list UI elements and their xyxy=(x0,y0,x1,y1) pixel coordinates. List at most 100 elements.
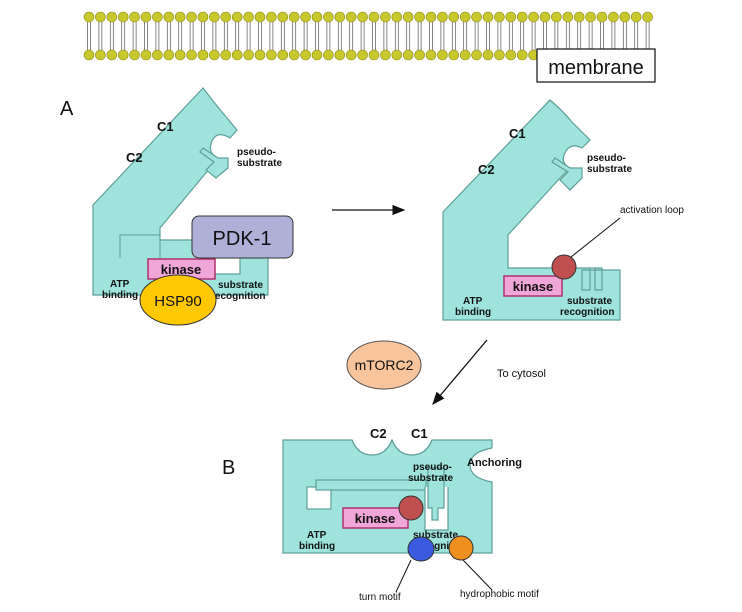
lipid-head xyxy=(573,11,585,23)
lipid-head xyxy=(551,11,562,23)
lipid-tail xyxy=(543,22,547,50)
lipid-head xyxy=(357,11,368,23)
lipid-tail xyxy=(520,22,525,50)
panel-label-a: A xyxy=(60,98,74,120)
membrane-label: membrane xyxy=(548,57,644,79)
lipid-head xyxy=(642,11,653,23)
substrate-label-2: recognition xyxy=(211,291,265,302)
lipid-head xyxy=(334,49,346,61)
lipid-tail xyxy=(463,22,468,50)
activation-loop-label: activation loop xyxy=(620,205,684,216)
lipid-tail xyxy=(269,22,274,50)
lipid-tail xyxy=(417,22,422,50)
lipid-head xyxy=(243,11,254,23)
lipid-head xyxy=(277,11,289,23)
lipid-tail xyxy=(280,22,285,50)
mtorc2-label: mTORC2 xyxy=(355,357,414,373)
pkc-enzyme-mature: C2 C1 pseudo- substrate ATP binding subs… xyxy=(282,426,522,554)
lipid-head xyxy=(391,49,403,61)
lipid-head xyxy=(300,49,311,61)
lipid-head xyxy=(152,11,163,23)
lipid-head xyxy=(140,49,152,61)
lipid-head xyxy=(391,11,403,23)
lipid-head xyxy=(83,49,95,61)
activation-loop-pointer xyxy=(570,217,621,258)
lipid-head xyxy=(414,49,425,61)
lipid-tail xyxy=(554,22,559,50)
lipid-tail xyxy=(611,22,616,50)
lipid-head xyxy=(357,49,368,61)
kinase-label: kinase xyxy=(355,511,395,526)
lipid-head xyxy=(129,49,140,61)
lipid-head xyxy=(437,11,448,23)
atp-label-1: ATP xyxy=(307,530,327,541)
lipid-head xyxy=(448,11,460,23)
lipid-head xyxy=(163,11,175,23)
lipid-head xyxy=(345,11,357,23)
c1-label: C1 xyxy=(411,426,428,441)
atp-label-2: binding xyxy=(102,290,138,301)
lipid-head xyxy=(323,11,334,23)
lipid-head xyxy=(368,49,380,61)
lipid-head xyxy=(95,11,106,23)
lipid-tail xyxy=(155,22,160,50)
lipid-tail xyxy=(565,22,570,50)
panel-label-b: B xyxy=(222,457,235,479)
lipid-head xyxy=(152,49,163,61)
lipid-tail xyxy=(440,22,445,50)
lipid-head xyxy=(197,49,209,61)
pseudosubstrate-label-2: substrate xyxy=(237,158,282,169)
kinase-label: kinase xyxy=(161,262,201,277)
lipid-head xyxy=(380,49,391,61)
lipid-head xyxy=(323,49,334,61)
lipid-tail xyxy=(634,22,639,50)
lipid-head xyxy=(288,49,300,61)
pseudosubstrate-label-1: pseudo- xyxy=(587,153,626,164)
lipid-head xyxy=(129,11,140,23)
lipid-head xyxy=(277,49,289,61)
lipid-tail xyxy=(189,22,194,50)
lipid-head xyxy=(197,11,209,23)
substrate-label-1: substrate xyxy=(413,530,458,541)
lipid-head xyxy=(494,49,505,61)
mtorc2-ellipse: mTORC2 xyxy=(346,340,422,390)
lipid-tail xyxy=(406,22,411,50)
lipid-head xyxy=(254,11,266,23)
anchoring-label: Anchoring xyxy=(467,457,522,469)
hsp90-ellipse: HSP90 xyxy=(139,274,217,326)
lipid-head xyxy=(494,11,505,23)
lipid-head xyxy=(288,11,300,23)
pseudosubstrate-label-2: substrate xyxy=(587,164,632,175)
atp-label-1: ATP xyxy=(463,296,483,307)
lipid-tail xyxy=(372,22,376,50)
lipid-head xyxy=(619,11,631,23)
substrate-label-2: recognition xyxy=(413,541,467,552)
lipid-head xyxy=(266,11,277,23)
lipid-tail xyxy=(508,22,513,50)
lipid-tail xyxy=(497,22,502,50)
lipid-tail xyxy=(87,22,91,50)
c2-label: C2 xyxy=(370,426,387,441)
atp-label-2: binding xyxy=(455,307,491,318)
substrate-label-1: substrate xyxy=(218,280,263,291)
pseudosubstrate-arm xyxy=(199,147,229,179)
lipid-head xyxy=(528,11,539,23)
lipid-head xyxy=(471,49,482,61)
lipid-head xyxy=(505,49,517,61)
lipid-head xyxy=(174,49,186,61)
lipid-head xyxy=(505,11,517,23)
lipid-tail xyxy=(303,22,308,50)
kinase-domain: kinase xyxy=(342,507,409,529)
lipid-tail xyxy=(121,22,126,50)
lipid-head xyxy=(471,11,482,23)
pseudosubstrate-label-1: pseudo- xyxy=(413,462,452,473)
lipid-head xyxy=(209,11,220,23)
lipid-tail xyxy=(645,22,650,50)
lipid-tail xyxy=(98,22,103,50)
lipid-head xyxy=(106,11,118,23)
lipid-tail xyxy=(201,22,205,50)
pseudosubstrate-arm xyxy=(427,467,445,521)
lipid-tail xyxy=(246,22,251,50)
atp-label-1: ATP xyxy=(110,279,130,290)
lipid-head xyxy=(425,49,437,61)
